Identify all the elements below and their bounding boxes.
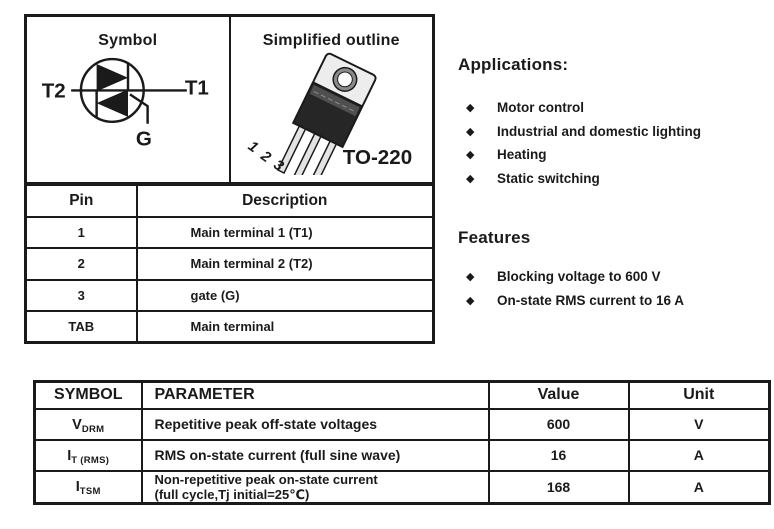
symbol-header: SYMBOL [33,380,143,410]
symbol-subscript: TSM [79,486,101,497]
diamond-bullet-icon: ◆ [466,271,475,284]
list-item: ◆ Static switching [458,167,768,191]
value-cell: 16 [487,438,630,472]
features-title: Features [458,228,531,247]
unit-header: Unit [627,380,771,410]
pin-cell: 3 [24,278,138,312]
unit-cell: V [627,407,771,441]
description-cell: Main terminal [135,310,435,344]
symbol-subscript: T (RMS) [71,454,110,466]
pin-cell: 2 [24,247,138,281]
value-cell: 600 [487,407,630,441]
symbol-cell: IT (RMS) [33,438,143,472]
parameter-line: Repetitive peak off-state voltages [154,416,378,432]
parameter-cell: Non-repetitive peak on-state current(ful… [140,469,490,504]
pin-cell: TAB [24,310,138,344]
symbol-title: Symbol [98,32,158,49]
list-item-label: Heating [497,147,547,163]
diamond-bullet-icon: ◆ [466,294,475,307]
value-header: Value [487,380,630,410]
applications-section: Applications: ◆ Motor control ◆ Industrial … [458,55,768,190]
outline-cell: Simplified outline 1 2 [228,14,435,185]
symbol-outline-table: Symbol T2 T1 G Simplified outline [24,14,435,185]
pin-number-2: 2 [257,148,274,167]
list-item: ◆ On-state RMS current to 16 A [458,289,768,313]
diamond-bullet-icon: ◆ [466,149,475,162]
unit-cell: A [627,438,771,472]
list-item: ◆ Blocking voltage to 600 V [458,265,768,289]
table-header-row: Pin Description [24,183,435,218]
list-item: ◆ Motor control [458,96,768,120]
diamond-bullet-icon: ◆ [466,102,475,115]
description-cell: Main terminal 1 (T1) [135,215,435,249]
package-body [292,81,364,149]
description-cell: Main terminal 2 (T2) [135,247,435,281]
terminal-t1-label: T1 [185,76,209,99]
features-section: Features ◆ Blocking voltage to 600 V ◆ On-s… [458,228,768,312]
terminal-t2-label: T2 [41,79,65,102]
symbol-cell: Symbol T2 T1 G [24,14,231,185]
table-header-row: SYMBOL PARAMETER Value Unit [33,380,771,410]
applications-list: ◆ Motor control ◆ Industrial and domestic l… [458,96,768,190]
symbol-cell: VDRM [33,407,143,441]
list-item-label: Static switching [497,170,600,186]
features-list: ◆ Blocking voltage to 600 V ◆ On-state RMS … [458,265,768,312]
diamond-bullet-icon: ◆ [466,172,475,185]
symbol-base: V [72,416,82,433]
table-row: IT (RMS) RMS on-state current (full sine … [33,438,771,472]
symbol-base: I [75,479,80,495]
unit-cell: A [627,469,771,504]
to220-package-drawing: 1 2 3 TO-220 [245,52,412,175]
parameter-line: (full cycle,Tj initial=25℃) [154,486,310,502]
gate-label: G [136,127,152,150]
pin-cell: 1 [24,215,138,249]
outline-title: Simplified outline [262,32,400,49]
applications-title: Applications: [458,55,569,74]
package-name-label: TO-220 [343,146,412,169]
list-item-label: Motor control [497,100,584,116]
list-item-label: On-state RMS current to 16 A [497,292,685,308]
parameter-line: Non-repetitive peak on-state current [154,471,378,487]
parameter-cell: Repetitive peak off-state voltages [140,407,490,441]
pin-number-1: 1 [245,138,261,156]
description-cell: gate (G) [135,278,435,312]
symbol-subscript: DRM [81,423,105,435]
parameter-cell: RMS on-state current (full sine wave) [140,438,490,472]
list-item: ◆ Industrial and domestic lighting [458,120,768,144]
symbol-base: I [67,447,72,464]
pin-header: Pin [24,183,138,218]
parameter-line: RMS on-state current (full sine wave) [154,447,401,463]
triac-symbol-drawing: T2 T1 G [41,57,209,150]
description-header: Description [135,183,435,218]
value-cell: 168 [487,469,630,504]
diamond-bullet-icon: ◆ [466,125,475,138]
list-item-label: Blocking voltage to 600 V [497,269,661,285]
parameter-header: PARAMETER [140,380,490,410]
list-item-label: Industrial and domestic lighting [497,123,702,139]
table-row: Symbol T2 T1 G Simplified outline [24,14,435,185]
symbol-cell: ITSM [33,469,143,504]
list-item: ◆ Heating [458,143,768,167]
